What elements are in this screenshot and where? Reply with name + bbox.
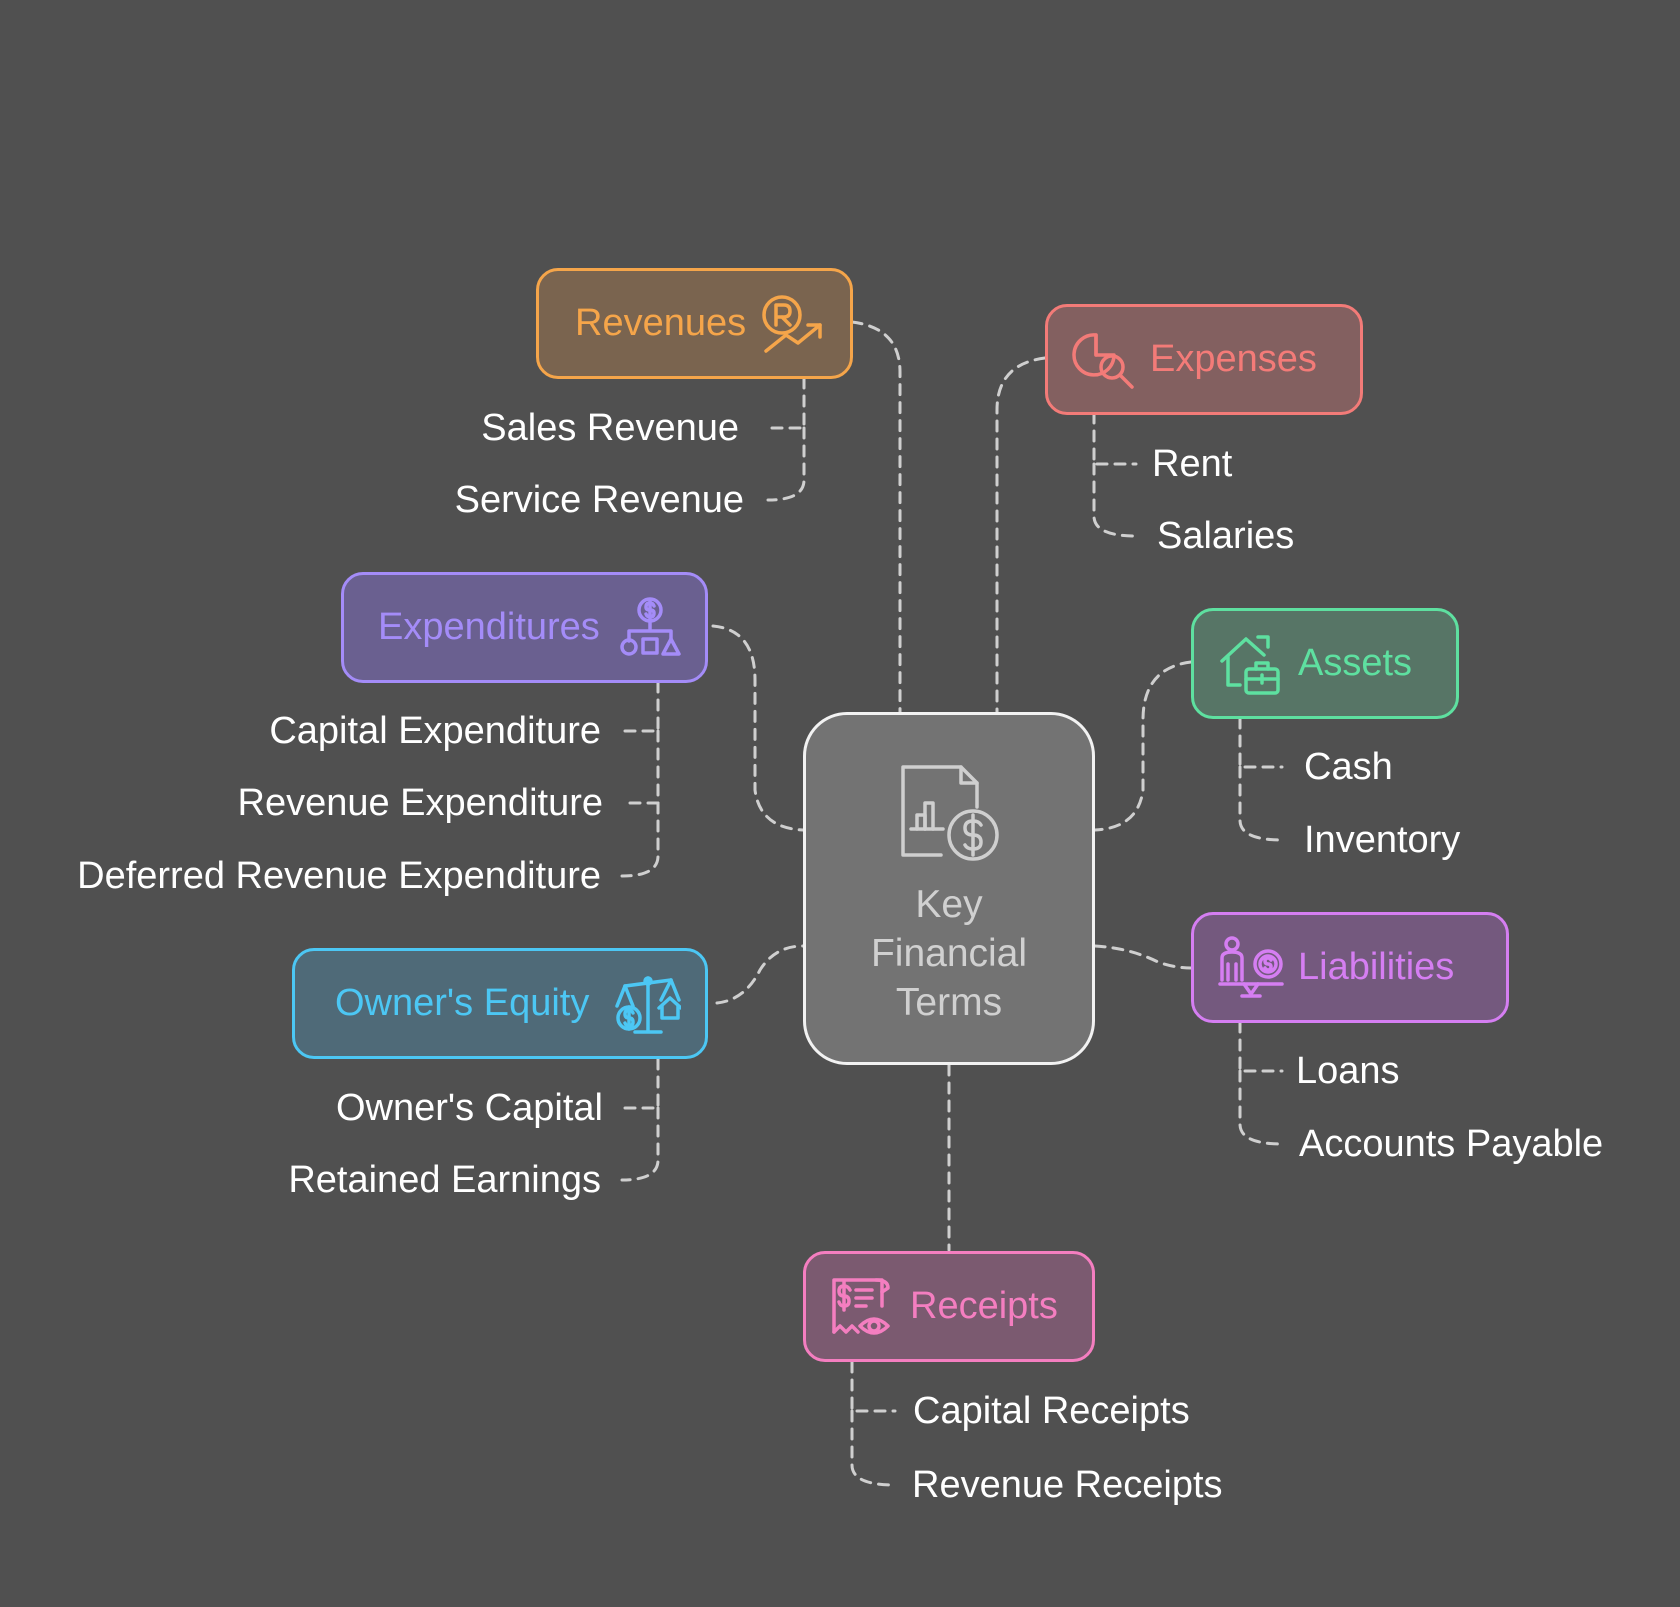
connector-accounts-payable bbox=[1238, 1069, 1284, 1146]
connector-equity bbox=[715, 944, 805, 1005]
category-expenses[interactable]: Expenses bbox=[1045, 304, 1363, 415]
category-revenues[interactable]: Revenues bbox=[536, 268, 853, 379]
category-label-expenditures: Expenditures bbox=[378, 606, 600, 648]
connector-owners-capital bbox=[620, 1057, 660, 1110]
connector-capital-expenditure bbox=[620, 680, 660, 733]
category-label-liabilities: Liabilities bbox=[1298, 946, 1455, 988]
connector-deferred-revenue-expenditure bbox=[620, 801, 660, 878]
item-inventory: Inventory bbox=[1304, 819, 1461, 861]
category-label-assets: Assets bbox=[1298, 642, 1413, 684]
connector-expenditures bbox=[711, 624, 805, 832]
category-liabilities[interactable]: Liabilities bbox=[1191, 912, 1509, 1023]
connector-sales-revenue bbox=[766, 376, 806, 430]
item-service-revenue: Service Revenue bbox=[454, 479, 744, 521]
connector-retained-earnings bbox=[620, 1106, 660, 1182]
category-label-revenues: Revenues bbox=[575, 302, 747, 344]
category-equity[interactable]: Owner's Equity bbox=[292, 948, 708, 1059]
pie-chart-search-icon bbox=[1072, 329, 1136, 391]
item-cash: Cash bbox=[1304, 746, 1393, 788]
connector-inventory bbox=[1238, 765, 1284, 842]
connector-service-revenue bbox=[766, 426, 806, 502]
item-revenue-expenditure: Revenue Expenditure bbox=[237, 782, 603, 824]
center-title: Key Financial Terms bbox=[870, 883, 1028, 1024]
item-retained-earnings: Retained Earnings bbox=[288, 1159, 601, 1201]
connector-revenue-receipts bbox=[850, 1409, 897, 1487]
connector-salaries bbox=[1092, 462, 1138, 538]
item-capital-expenditure: Capital Expenditure bbox=[269, 710, 601, 752]
item-rent: Rent bbox=[1152, 443, 1233, 485]
item-revenue-receipts: Revenue Receipts bbox=[912, 1464, 1223, 1506]
item-sales-revenue: Sales Revenue bbox=[481, 407, 739, 449]
connector-loans bbox=[1238, 1020, 1284, 1073]
connector-expenses bbox=[995, 356, 1047, 714]
connector-cash bbox=[1238, 716, 1284, 769]
connector-revenue-expenditure bbox=[620, 729, 660, 805]
receipt-eye-icon bbox=[830, 1274, 896, 1340]
person-coin-balance-icon bbox=[1218, 935, 1284, 1000]
house-briefcase-icon bbox=[1218, 631, 1284, 697]
category-label-equity: Owner's Equity bbox=[335, 982, 590, 1024]
category-expenditures[interactable]: Expenditures bbox=[341, 572, 708, 683]
rupee-growth-icon bbox=[760, 293, 826, 355]
category-receipts[interactable]: Receipts bbox=[803, 1251, 1095, 1362]
item-deferred-revenue-expenditure: Deferred Revenue Expenditure bbox=[77, 855, 601, 897]
connector-assets bbox=[1093, 660, 1193, 832]
category-assets[interactable]: Assets bbox=[1191, 608, 1459, 719]
connector-rent bbox=[1092, 411, 1138, 466]
center-node[interactable]: Key Financial Terms bbox=[803, 712, 1095, 1065]
connector-capital-receipts bbox=[850, 1360, 897, 1413]
balance-scale-icon bbox=[615, 972, 681, 1036]
connector-revenues bbox=[850, 320, 902, 714]
dollar-hierarchy-icon bbox=[619, 596, 681, 659]
item-salaries: Salaries bbox=[1157, 515, 1295, 557]
document-chart-dollar-icon bbox=[897, 763, 1001, 872]
item-accounts-payable: Accounts Payable bbox=[1299, 1123, 1604, 1165]
item-loans: Loans bbox=[1296, 1050, 1400, 1092]
category-label-expenses: Expenses bbox=[1150, 338, 1317, 380]
item-owners-capital: Owner's Capital bbox=[335, 1087, 603, 1129]
connector-liabilities bbox=[1093, 944, 1193, 970]
item-capital-receipts: Capital Receipts bbox=[913, 1390, 1190, 1432]
category-label-receipts: Receipts bbox=[910, 1285, 1058, 1327]
